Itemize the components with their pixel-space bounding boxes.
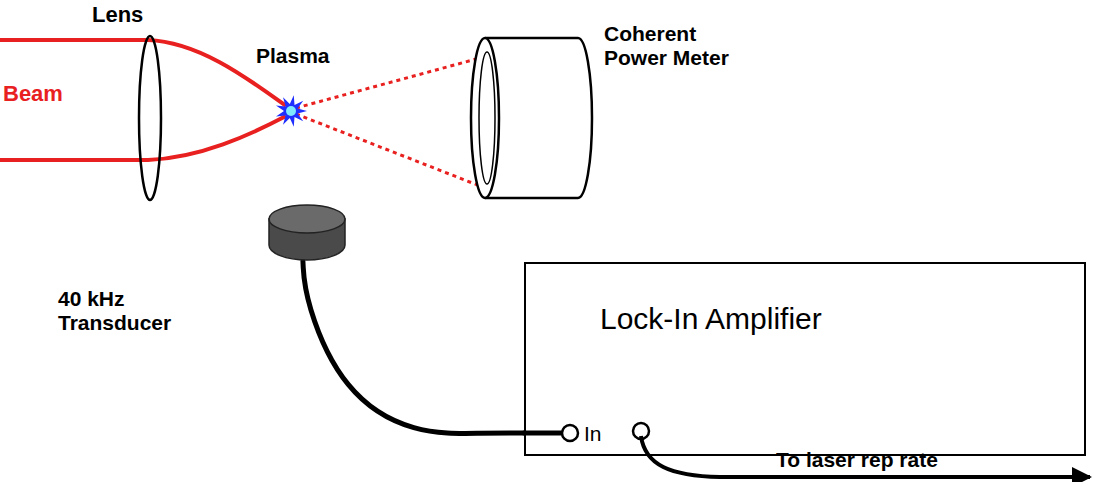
port-label: In	[584, 422, 624, 446]
power-meter-label: Coherent Power Meter	[604, 22, 736, 69]
plasma-spark	[276, 95, 307, 127]
cable	[524, 431, 562, 436]
plasma-label: Plasma	[256, 44, 356, 68]
lens-label: Lens	[92, 3, 172, 28]
signal-label: To laser rep rate	[776, 448, 1076, 472]
beam-label: Beam	[3, 82, 83, 107]
reference-cable	[641, 436, 1090, 477]
transducer-label: 40 kHz Transducer	[58, 287, 186, 334]
signal-cable	[303, 261, 524, 434]
plasma-core	[286, 106, 296, 116]
transducer: 40 kHz Transducer	[266, 203, 348, 263]
power-meter-aperture	[479, 52, 495, 184]
transducer-symbol	[266, 203, 348, 263]
power-meter-face	[471, 38, 499, 198]
laser-beam	[0, 116, 286, 160]
input-port	[562, 425, 578, 441]
transducer-face	[269, 205, 345, 233]
transmitted-beam	[296, 114, 480, 186]
plasma-spark	[276, 95, 307, 127]
lens-shape	[139, 36, 161, 200]
power-meter-body	[485, 38, 592, 198]
instrument-title: Lock-In Amplifier	[600, 302, 1060, 336]
lock-in-amplifier-box: Lock-In AmplifierIn	[524, 262, 1086, 456]
